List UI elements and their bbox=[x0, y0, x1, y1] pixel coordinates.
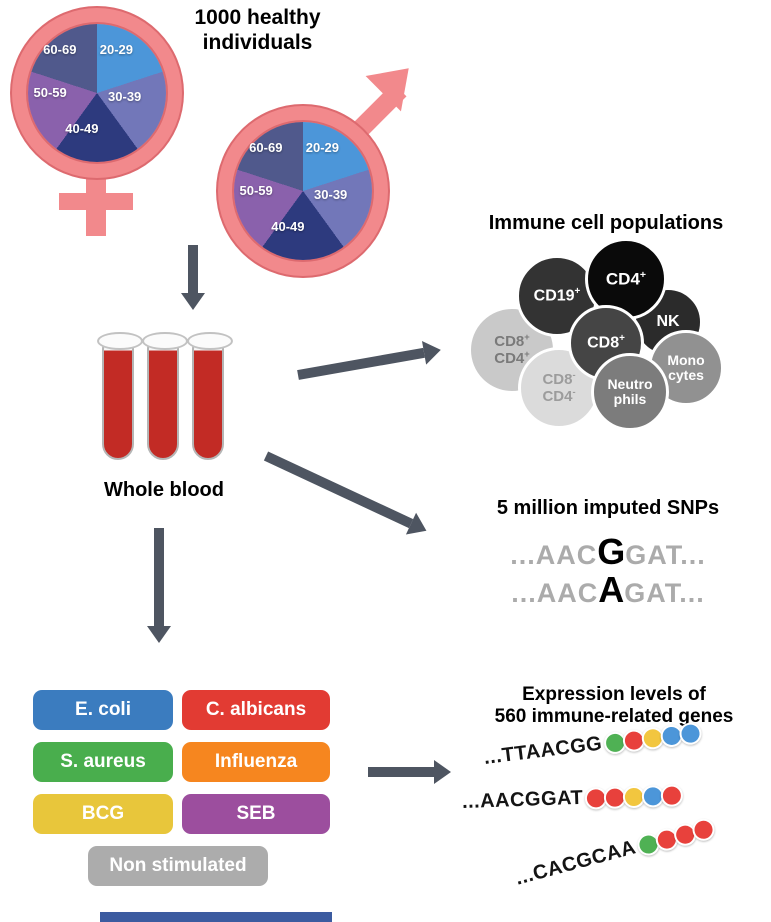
cell-circle-neutrophils: Neutro phils bbox=[591, 353, 669, 431]
down-arrow-to-blood-icon bbox=[181, 245, 205, 310]
down-arrow-to-stimuli-icon bbox=[147, 528, 171, 643]
cohort-title: 1000 healthy individuals bbox=[160, 6, 355, 56]
expression-title: Expression levels of 560 immune-related … bbox=[458, 684, 770, 729]
snp-variant-letter: G bbox=[597, 531, 626, 572]
snp-sequence-a-allele: ...AACAGAT... bbox=[511, 569, 705, 610]
cropped-bottom-bar bbox=[100, 912, 332, 922]
expression-title-line1: Expression levels of bbox=[522, 684, 706, 705]
pie-label-30-39: 30-39 bbox=[314, 186, 348, 202]
pie-label-20-29: 20-29 bbox=[305, 139, 339, 155]
pie-label-20-29: 20-29 bbox=[99, 41, 133, 57]
blood-tube-icon bbox=[97, 332, 143, 460]
whole-blood-label: Whole blood bbox=[104, 479, 224, 501]
cohort-title-line1: 1000 healthy bbox=[194, 6, 321, 29]
male-symbol: 20-29 30-39 40-49 50-59 60-69 bbox=[218, 106, 388, 276]
pie-label-60-69: 60-69 bbox=[249, 139, 283, 155]
pie-label-30-39: 30-39 bbox=[108, 88, 142, 104]
stimulus-pill-bcg: BCG bbox=[33, 794, 173, 834]
stimulus-pill-influenza: Influenza bbox=[182, 742, 330, 782]
pie-label-40-49: 40-49 bbox=[65, 120, 99, 136]
female-symbol: 20-29 30-39 40-49 50-59 60-69 bbox=[12, 8, 182, 178]
pie-label-50-59: 50-59 bbox=[33, 84, 67, 100]
pie-label-40-49: 40-49 bbox=[271, 218, 305, 234]
cohort-title-line2: individuals bbox=[202, 30, 313, 54]
expression-sequence-row: ...AACGGAT bbox=[462, 783, 684, 814]
pie-label-50-59: 50-59 bbox=[239, 182, 273, 198]
snp-sequence-g-allele: ...AACGGAT... bbox=[510, 531, 706, 572]
blood-tube-icon bbox=[142, 332, 188, 460]
arrow-to-snps-icon bbox=[261, 445, 432, 542]
arrow-to-expression-icon bbox=[368, 760, 451, 784]
pie-label-60-69: 60-69 bbox=[43, 41, 77, 57]
age-pie-female: 20-29 30-39 40-49 50-59 60-69 bbox=[28, 24, 166, 162]
age-pie-male: 20-29 30-39 40-49 50-59 60-69 bbox=[234, 122, 372, 260]
gene-dot bbox=[660, 783, 684, 807]
snp-variant-letter: A bbox=[598, 569, 625, 610]
arrow-to-immune-cells-icon bbox=[296, 338, 443, 387]
immune-populations-title: Immune cell populations bbox=[488, 212, 724, 234]
stimulus-pill-e-coli: E. coli bbox=[33, 690, 173, 730]
female-symbol-crossbar bbox=[59, 193, 133, 210]
expression-title-line2: 560 immune-related genes bbox=[494, 706, 734, 728]
stimulus-pill-s-aureus: S. aureus bbox=[33, 742, 173, 782]
expression-sequence-row: ...CACGCAA bbox=[513, 815, 717, 890]
snp-title: 5 million imputed SNPs bbox=[496, 497, 720, 519]
stimulus-pill-non-stimulated: Non stimulated bbox=[88, 846, 268, 886]
gene-dot bbox=[678, 720, 703, 746]
stimulus-pill-seb: SEB bbox=[182, 794, 330, 834]
blood-tube-icon bbox=[187, 332, 233, 460]
stimulus-pill-c-albicans: C. albicans bbox=[182, 690, 330, 730]
